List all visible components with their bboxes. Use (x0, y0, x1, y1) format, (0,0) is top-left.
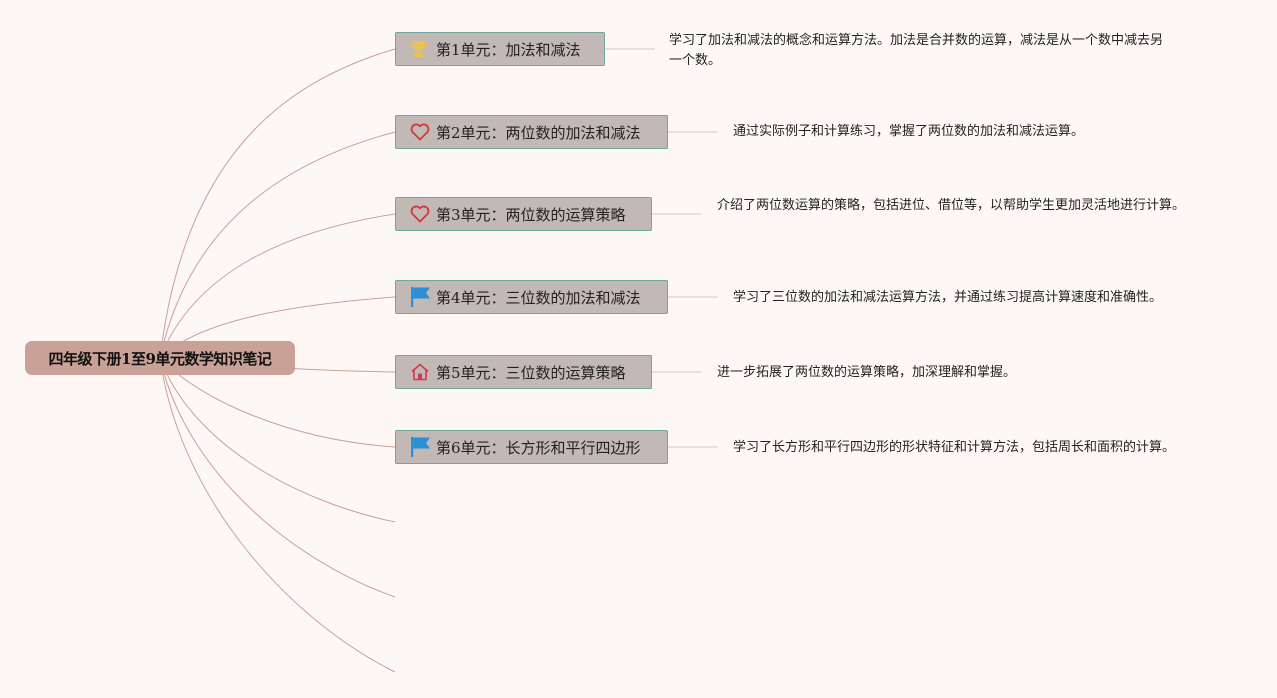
flag-icon (410, 436, 436, 458)
branch-line-1 (159, 48, 396, 359)
heart-icon (410, 121, 436, 143)
unit-description-3: 介绍了两位数运算的策略，包括进位、借位等，以帮助学生更加灵活地进行计算。 (717, 198, 1186, 213)
unit-node-4[interactable]: 第4单元：三位数的加法和减法 (395, 280, 668, 314)
unit-node-1[interactable]: 第1单元：加法和减法 (395, 32, 605, 66)
branch-line-9 (159, 357, 396, 673)
unit-label: 第6单元：长方形和平行四边形 (436, 438, 641, 457)
unit-node-6[interactable]: 第6单元：长方形和平行四边形 (395, 430, 668, 464)
unit-description-2: 通过实际例子和计算练习，掌握了两位数的加法和减法运算。 (733, 124, 1085, 139)
branch-line-2 (159, 131, 396, 359)
unit-label: 第3单元：两位数的运算策略 (436, 205, 626, 224)
unit-label: 第4单元：三位数的加法和减法 (436, 288, 641, 307)
unit-node-5[interactable]: 第5单元：三位数的运算策略 (395, 355, 652, 389)
unit-label: 第1单元：加法和减法 (436, 40, 581, 59)
unit-description-5: 进一步拓展了两位数的运算策略，加深理解和掌握。 (717, 365, 1017, 380)
unit-label: 第2单元：两位数的加法和减法 (436, 123, 641, 142)
branch-line-3 (159, 213, 396, 359)
unit-description-6: 学习了长方形和平行四边形的形状特征和计算方法，包括周长和面积的计算。 (733, 440, 1176, 455)
unit-description-1: 学习了加法和减法的概念和运算方法。加法是合并数的运算，减法是从一个数中减去另一个… (669, 33, 1164, 68)
flag-icon (410, 286, 436, 308)
branch-line-7 (159, 357, 396, 523)
unit-label: 第5单元：三位数的运算策略 (436, 363, 626, 382)
central-topic[interactable]: 四年级下册1至9单元数学知识笔记 (25, 341, 295, 375)
branch-line-8 (159, 357, 396, 598)
heart-icon (410, 203, 436, 225)
trophy-icon (410, 38, 436, 60)
unit-description-4: 学习了三位数的加法和减法运算方法，并通过练习提高计算速度和准确性。 (733, 290, 1163, 305)
unit-node-2[interactable]: 第2单元：两位数的加法和减法 (395, 115, 668, 149)
unit-node-3[interactable]: 第3单元：两位数的运算策略 (395, 197, 652, 231)
home-icon (410, 361, 436, 383)
